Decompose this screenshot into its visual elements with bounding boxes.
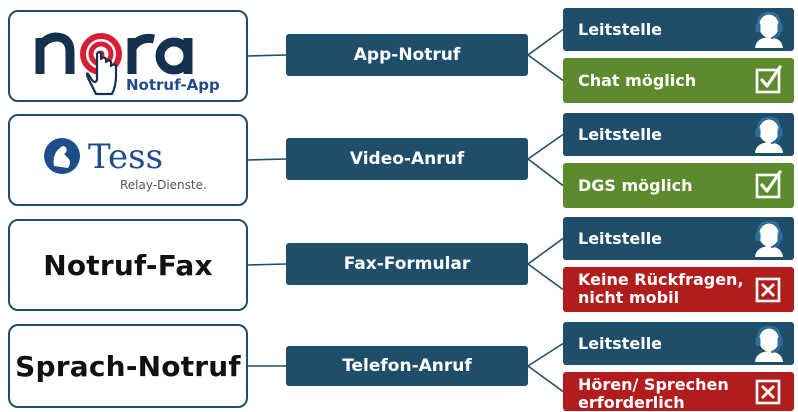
checkbox-crossed-icon	[755, 277, 781, 302]
source-box: Notruf-Fax	[8, 219, 248, 311]
outcome-box: Leitstelle	[563, 8, 794, 51]
source-title: Notruf-Fax	[43, 248, 213, 282]
channel-box: Video-Anruf	[286, 138, 528, 180]
dispatcher-headset-icon	[755, 116, 783, 153]
logo-subtitle: Relay-Dienste.	[120, 178, 207, 192]
source-title: Sprach-Notruf	[15, 349, 241, 383]
outcome-box: Leitstelle	[563, 217, 794, 260]
outcome-label: Leitstelle	[578, 228, 663, 248]
source-box: Notruf-App	[8, 10, 248, 102]
outcome-label: Chat möglich	[578, 70, 697, 90]
connector-line	[527, 365, 564, 393]
connector-line	[527, 342, 564, 367]
outcome-box: Chat möglich	[563, 58, 794, 103]
connector-line	[527, 237, 564, 265]
outcome-box: DGS möglich	[563, 163, 794, 208]
connector-line	[247, 263, 287, 266]
outcome-label: Leitstelle	[578, 124, 663, 144]
checkbox-checked-icon	[755, 64, 782, 93]
nora-logo: Notruf-App	[35, 32, 220, 95]
outcome-label-line: erforderlich	[578, 393, 685, 412]
outcome-label-line: nicht mobil	[578, 288, 680, 307]
tess-wordmark: Tess	[88, 137, 163, 177]
connector-line	[527, 54, 564, 82]
outcome-label-line: Hören/ Sprechen	[578, 375, 729, 394]
channel-box: Telefon-Anruf	[286, 346, 528, 386]
connector-line	[527, 28, 564, 56]
outcome-label: DGS möglich	[578, 175, 693, 195]
dispatcher-headset-icon	[755, 325, 783, 362]
source-box: Sprach-Notruf	[8, 324, 248, 408]
outcome-label-line: Keine Rückfragen,	[578, 270, 744, 289]
outcome-label: Leitstelle	[578, 333, 663, 353]
outcome-box: Leitstelle	[563, 113, 794, 156]
channel-box: App-Notruf	[286, 34, 528, 76]
connector-line	[527, 263, 564, 291]
dispatcher-headset-icon	[755, 220, 783, 257]
logo-subtitle: Notruf-App	[126, 76, 220, 94]
outcome-box: Keine Rückfragen,nicht mobil	[563, 267, 794, 312]
channel-box: Fax-Formular	[286, 243, 528, 285]
connector-line	[527, 158, 564, 187]
checkbox-crossed-icon	[755, 379, 781, 404]
connector-line	[247, 54, 287, 57]
connector-line	[247, 158, 287, 161]
outcome-box: Leitstelle	[563, 322, 794, 365]
outcome-label: Keine Rückfragen,nicht mobil	[578, 271, 744, 307]
connector-line	[527, 133, 564, 160]
dispatcher-headset-icon	[755, 11, 783, 48]
outcome-label: Leitstelle	[578, 19, 663, 39]
checkbox-checked-icon	[755, 169, 782, 198]
